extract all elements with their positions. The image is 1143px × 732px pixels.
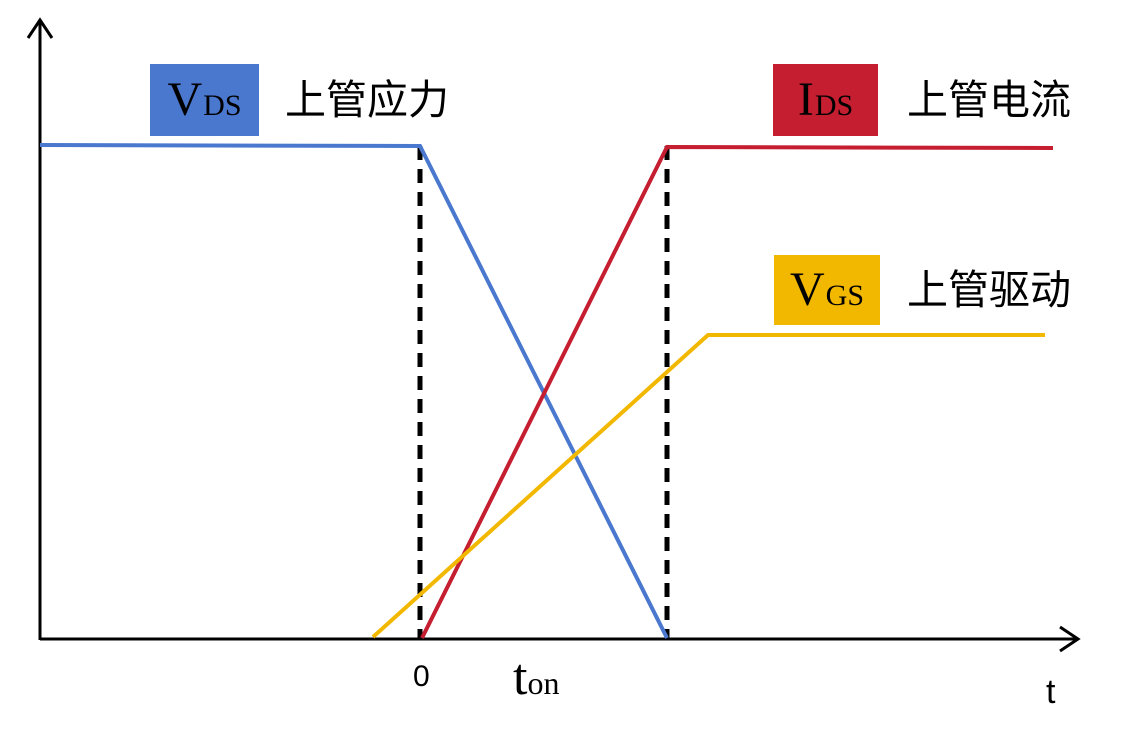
vgs-symbol-main: V xyxy=(789,263,825,316)
y-axis-arrow xyxy=(26,17,54,39)
ids-waveform xyxy=(420,144,1054,639)
ton-symbol: t xyxy=(513,649,528,706)
ton-subscript: on xyxy=(527,665,560,701)
vds-symbol-subscript: DS xyxy=(203,89,242,122)
ids-caption: 上管电流 xyxy=(907,76,1071,124)
vgs-waveform xyxy=(371,333,1045,639)
x-axis-arrow xyxy=(1059,625,1081,653)
vds-legend-box xyxy=(150,64,259,136)
origin-tick-label: 0 xyxy=(413,660,430,693)
vds-caption: 上管应力 xyxy=(285,76,449,124)
x-axis-label: t xyxy=(1046,673,1056,711)
ids-legend-box xyxy=(773,64,878,136)
vds-symbol-main: V xyxy=(167,73,203,126)
ton-label: ton xyxy=(513,652,559,704)
vgs-symbol-subscript: GS xyxy=(825,279,865,312)
vgs-caption: 上管驱动 xyxy=(907,266,1071,314)
vgs-legend-box xyxy=(774,255,880,325)
vds-waveform xyxy=(39,143,669,639)
ids-symbol-main: I xyxy=(797,73,814,126)
ids-symbol-subscript: DS xyxy=(814,89,854,122)
